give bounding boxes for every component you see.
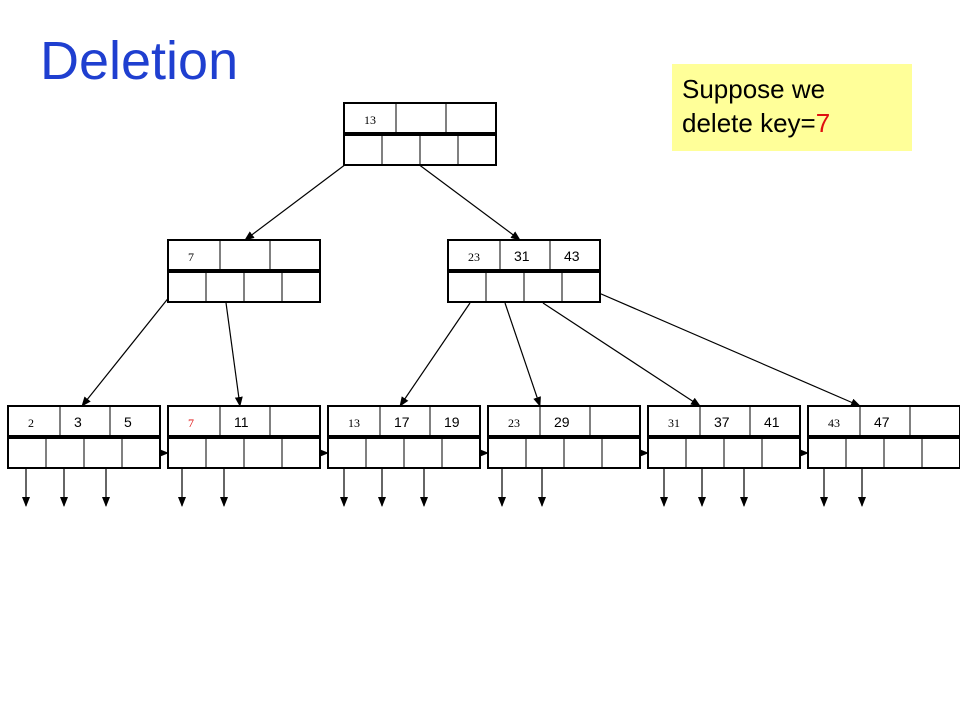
leaf-node-1-key-1: 11 [234,414,249,430]
leaf-node-2-key-row [327,405,481,437]
internal-node-1-key-2: 43 [564,248,580,264]
leaf-node-4: 31 37 41 [647,405,801,469]
leaf-node-1-key-row [167,405,321,437]
leaf-node-4-key-row [647,405,801,437]
leaf-node-5-key-1: 47 [874,414,890,430]
edge-internal-0-to-leaf-1 [223,287,243,407]
leaf-node-4-key-1: 37 [714,414,730,430]
edge-internal-1-to-leaf-3 [504,302,541,407]
leaf-node-1: 7 11 [167,405,321,469]
leaf-node-0-key-row [7,405,161,437]
root-node-key-row [343,102,497,134]
edge-root-to-internal-1 [401,151,521,241]
root-node: 13 [343,102,497,166]
edge-internal-1-to-leaf-4 [542,302,701,407]
internal-node-1-key-row [447,239,601,271]
page-title: Deletion [40,31,239,91]
leaf-node-3-key-0: 23 [508,416,520,430]
leaf-node-0: 2 3 5 [7,405,161,469]
internal-node-0: 7 [167,239,321,303]
internal-node-1: 23 31 43 [447,239,601,303]
edge-internal-1-to-leaf-5 [584,286,861,407]
note-text: Suppose we delete key= [682,74,826,138]
leaf-node-0-key-1: 3 [74,414,82,430]
leaf-node-4-key-2: 41 [764,414,780,430]
leaf-node-2-key-0: 13 [348,416,360,430]
internal-node-1-key-1: 31 [514,248,530,264]
leaf-node-5: 43 47 [807,405,960,469]
leaf-node-3: 23 29 [487,405,641,469]
leaf-node-3-key-row [487,405,641,437]
internal-node-0-key-row [167,239,321,271]
edge-root-to-internal-0 [244,151,363,241]
edge-internal-1-to-leaf-2 [399,302,471,407]
leaf-node-2: 13 17 19 [327,405,481,469]
leaf-node-5-key-0: 43 [828,416,840,430]
leaf-node-5-key-row [807,405,960,437]
leaf-node-0-key-2: 5 [124,414,132,430]
leaf-node-2-key-2: 19 [444,414,460,430]
note-key: 7 [815,108,831,138]
leaf-node-4-key-0: 31 [668,416,680,430]
leaf-node-0-key-0: 2 [28,416,34,430]
leaf-node-3-key-1: 29 [554,414,570,430]
edge-internal-0-to-leaf-0 [81,285,179,407]
leaf-node-1-key-0: 7 [188,416,194,430]
leaf-node-2-key-1: 17 [394,414,410,430]
deletion-note: Suppose we delete key=7 [672,64,912,151]
internal-node-0-key-0: 7 [188,250,194,264]
internal-node-1-key-0: 23 [468,250,480,264]
root-node-key-0: 13 [364,113,376,127]
